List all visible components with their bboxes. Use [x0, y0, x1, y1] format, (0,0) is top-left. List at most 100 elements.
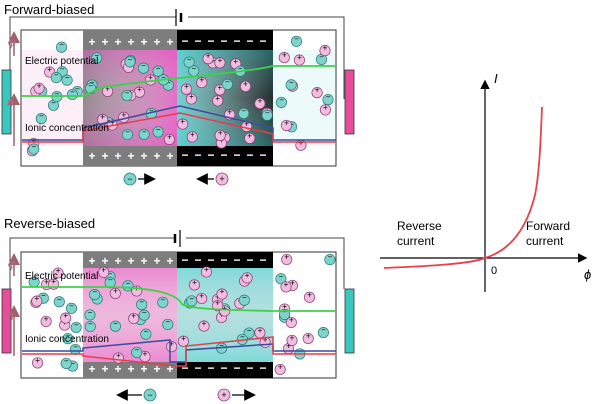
svg-text:+: +: [199, 292, 204, 301]
fixed-minus-charge: −: [220, 253, 227, 267]
cation-icon: +: [214, 56, 226, 69]
cation-icon: +: [188, 278, 200, 291]
fixed-minus-charge: −: [259, 361, 266, 375]
svg-text:−: −: [65, 73, 70, 82]
svg-text:−: −: [75, 85, 80, 94]
svg-text:+: +: [323, 44, 328, 53]
fixed-minus-charge: −: [259, 253, 266, 267]
fixed-minus-charge: −: [181, 34, 188, 48]
fixed-minus-charge: −: [181, 148, 188, 162]
svg-text:+: +: [290, 333, 295, 342]
anion-icon: −: [62, 332, 74, 345]
svg-text:−: −: [225, 77, 230, 86]
anion-icon: −: [152, 64, 164, 77]
svg-text:+: +: [131, 312, 136, 321]
svg-text:+: +: [148, 73, 153, 82]
concentration-red-curve: [22, 336, 336, 367]
fixed-minus-charge: −: [207, 361, 214, 375]
svg-text:−: −: [66, 332, 71, 341]
svg-text:+: +: [218, 56, 223, 65]
fixed-plus-charge: +: [140, 35, 147, 49]
svg-text:+: +: [199, 76, 204, 85]
svg-text:−: −: [247, 326, 252, 335]
fixed-minus-charge: −: [220, 361, 227, 375]
anion-icon: −: [53, 295, 65, 308]
fixed-minus-charges-bottom: −−−−−−−: [181, 361, 266, 375]
svg-text:+: +: [219, 174, 224, 184]
electric-potential-label: Electric potential: [25, 271, 98, 282]
svg-text:+: +: [258, 326, 263, 335]
fixed-plus-charge: +: [127, 149, 134, 163]
svg-text:+: +: [315, 86, 320, 95]
right-electrode: [344, 69, 355, 135]
svg-text:−: −: [113, 319, 118, 328]
svg-text:−: −: [54, 71, 59, 80]
svg-text:−: −: [328, 253, 333, 262]
svg-text:−: −: [88, 320, 93, 329]
svg-text:+: +: [282, 302, 287, 311]
svg-text:−: −: [147, 390, 152, 400]
fixed-minus-charge: −: [194, 361, 201, 375]
svg-text:−: −: [241, 107, 246, 116]
svg-text:+: +: [100, 113, 105, 122]
anion-icon: −: [91, 51, 103, 64]
svg-text:+: +: [244, 119, 249, 128]
svg-text:+: +: [189, 92, 194, 101]
svg-text:−: −: [88, 308, 93, 317]
fixed-plus-charge: +: [114, 35, 121, 49]
cation-icon: +: [281, 253, 293, 266]
cation-icon: +: [200, 265, 212, 278]
anion-icon: −: [317, 326, 329, 339]
anion-icon: −: [221, 77, 233, 90]
svg-text:+: +: [137, 85, 142, 94]
origin-label: 0: [491, 265, 497, 277]
fixed-plus-charges-top: +++++++: [88, 35, 173, 49]
svg-text:−: −: [141, 61, 146, 70]
svg-text:+: +: [180, 117, 185, 126]
anion-icon: −: [121, 128, 133, 141]
svg-text:−: −: [160, 295, 165, 304]
svg-text:−: −: [326, 93, 331, 102]
cation-icon: +: [198, 319, 210, 332]
fixed-plus-charges-top: +++++++: [88, 254, 173, 268]
fixed-plus-charges-bottom: +++++++: [88, 362, 173, 376]
fixed-minus-charge: −: [246, 361, 253, 375]
svg-text:+: +: [258, 97, 263, 106]
svg-text:−: −: [161, 73, 166, 82]
svg-text:+: +: [190, 130, 195, 139]
anion-icon: −: [162, 317, 174, 330]
cation-icon: +: [241, 271, 253, 284]
phi-axis-label: φ: [8, 257, 16, 271]
fixed-minus-charge: −: [194, 253, 201, 267]
anion-icon: −: [138, 308, 150, 321]
svg-text:−: −: [242, 293, 247, 302]
svg-text:+: +: [284, 253, 289, 262]
svg-text:−: −: [128, 55, 133, 64]
fixed-plus-charge: +: [166, 35, 173, 49]
svg-text:+: +: [323, 103, 328, 112]
anion-icon: −: [35, 112, 47, 125]
svg-text:−: −: [240, 332, 245, 341]
fixed-plus-charge: +: [140, 149, 147, 163]
svg-text:−: −: [108, 270, 113, 279]
cation-icon: +: [214, 83, 226, 96]
svg-text:+: +: [289, 316, 294, 325]
svg-text:−: −: [265, 108, 270, 117]
svg-text:−: −: [187, 55, 192, 64]
fixed-plus-charge: +: [153, 254, 160, 268]
iv-curve: [383, 106, 543, 269]
svg-text:−: −: [64, 356, 69, 365]
cation-icon: +: [303, 290, 316, 303]
anion-icon: −: [61, 73, 73, 86]
fixed-minus-charge: −: [246, 34, 253, 48]
cation-icon: +: [274, 363, 286, 376]
svg-text:−: −: [69, 301, 74, 310]
svg-text:−: −: [127, 174, 132, 184]
anion-icon: −: [324, 253, 336, 266]
fixed-minus-charges-top: −−−−−−−: [181, 253, 266, 267]
svg-text:−: −: [191, 64, 196, 73]
current-axis-label: I: [494, 71, 498, 86]
fixed-minus-charge: −: [233, 148, 240, 162]
cation-icon: +: [32, 356, 44, 369]
